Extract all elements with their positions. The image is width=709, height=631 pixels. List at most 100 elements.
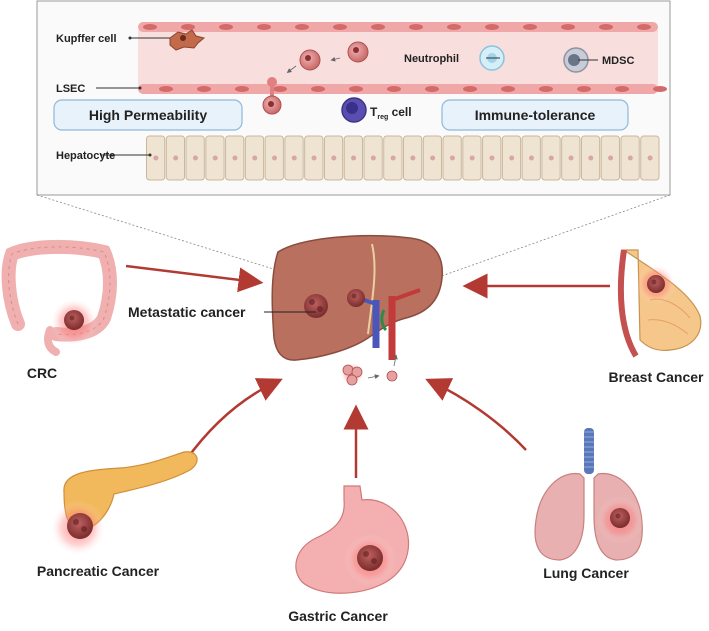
- lung-label: Lung Cancer: [543, 565, 629, 581]
- lsec-label: LSEC: [56, 83, 85, 95]
- endothelial-nucleus: [273, 86, 287, 92]
- treg-cell-icon: [341, 97, 367, 123]
- endothelial-nucleus: [501, 86, 515, 92]
- hepatocyte-nucleus: [291, 155, 297, 161]
- hepatocyte-label: Hepatocyte: [56, 150, 115, 162]
- endothelial-nucleus: [599, 24, 613, 30]
- endothelial-nucleus: [577, 86, 591, 92]
- endothelium-top: [138, 22, 658, 32]
- liver-illustration: [271, 234, 444, 361]
- mdsc-icon: [563, 47, 589, 73]
- zoom-line-right: [435, 194, 671, 279]
- pancreatic-label: Pancreatic Cancer: [37, 563, 160, 579]
- breast-label: Breast Cancer: [609, 369, 704, 385]
- arrow-crc: [125, 264, 264, 293]
- treg-label-main: T: [370, 105, 378, 119]
- mdsc-label: MDSC: [602, 55, 634, 67]
- kupffer-cell-icon: [169, 29, 206, 51]
- hepatocyte-nucleus: [351, 155, 357, 161]
- crc-tumor-icon: [64, 310, 84, 330]
- endothelial-nucleus: [257, 24, 271, 30]
- inset-panel: Kupffer cell LSEC Neutrophil: [36, 0, 671, 196]
- lungs-illustration: [534, 428, 644, 561]
- endothelial-nucleus: [311, 86, 325, 92]
- endothelial-nucleus: [143, 24, 157, 30]
- endothelial-nucleus: [159, 86, 173, 92]
- endothelial-nucleus: [485, 24, 499, 30]
- hepatocyte-nucleus: [548, 155, 554, 161]
- endothelial-nucleus: [637, 24, 651, 30]
- hepatocyte-nucleus: [252, 155, 258, 161]
- endothelial-nucleus: [463, 86, 477, 92]
- hepatocyte-nucleus: [509, 155, 515, 161]
- hepatocyte-nucleus: [370, 155, 376, 161]
- stomach-illustration: [295, 485, 410, 594]
- endothelial-nucleus: [561, 24, 575, 30]
- hepatocyte-nucleus: [410, 155, 416, 161]
- endothelial-nucleus: [409, 24, 423, 30]
- pancreas-illustration: [50, 451, 198, 556]
- endothelial-nucleus: [387, 86, 401, 92]
- zoom-line-left: [36, 194, 303, 279]
- colon-illustration: [1, 239, 117, 356]
- endothelial-nucleus: [235, 86, 249, 92]
- endothelial-nucleus: [447, 24, 461, 30]
- hepatocyte-nucleus: [627, 155, 633, 161]
- endothelial-nucleus: [181, 24, 195, 30]
- crc-label: CRC: [27, 365, 57, 381]
- arrow-pancreatic: [184, 378, 283, 461]
- endothelial-nucleus: [197, 86, 211, 92]
- immune-tolerance-box: Immune-tolerance: [441, 99, 629, 131]
- endothelial-nucleus: [615, 86, 629, 92]
- hepatocyte-nucleus: [153, 155, 159, 161]
- arrow-lung: [425, 378, 527, 451]
- hepatocyte-nucleus: [173, 155, 179, 161]
- metastasis-arrows: [125, 264, 610, 478]
- liver-tumor-icon: [304, 294, 328, 318]
- endothelial-nucleus: [371, 24, 385, 30]
- hepatocyte-nucleus: [568, 155, 574, 161]
- hepatocyte-nucleus: [272, 155, 277, 161]
- hepatocyte-nucleus: [588, 155, 594, 161]
- hepatocyte-nucleus: [331, 155, 337, 161]
- hepatocyte-nucleus: [647, 155, 653, 161]
- treg-label-suffix: cell: [388, 105, 411, 119]
- hepatocyte-row: [146, 135, 660, 181]
- neutrophil-label: Neutrophil: [404, 53, 459, 65]
- tumor-cell-icon: [347, 41, 369, 63]
- endothelial-nucleus: [333, 24, 347, 30]
- svg-text:Treg cell: Treg cell: [370, 105, 412, 121]
- pancreatic-tumor-icon: [67, 513, 93, 539]
- extravasating-cell-icon: [262, 77, 282, 115]
- high-permeability-label: High Permeability: [89, 107, 207, 123]
- breast-illustration: [617, 249, 702, 358]
- hepatocyte-nucleus: [311, 155, 317, 161]
- hepatocyte-nucleus: [489, 155, 495, 161]
- hepatocyte-nucleus: [430, 155, 436, 161]
- hepatocyte-nucleus: [608, 155, 614, 161]
- lung-tumor-icon: [610, 508, 630, 528]
- breast-tumor-icon: [647, 275, 665, 293]
- gastric-label: Gastric Cancer: [288, 608, 388, 624]
- kupffer-label: Kupffer cell: [56, 33, 117, 45]
- endothelial-nucleus: [425, 86, 439, 92]
- hepatocyte-nucleus: [232, 155, 238, 161]
- endothelial-nucleus: [523, 24, 537, 30]
- endothelial-nucleus: [295, 24, 309, 30]
- hepatocyte-nucleus: [212, 155, 218, 161]
- hepatocyte-nucleus: [390, 155, 396, 161]
- immune-tolerance-label: Immune-tolerance: [475, 107, 596, 123]
- tumor-cell-icon: [299, 49, 321, 71]
- hepatocyte-nucleus: [469, 155, 475, 161]
- hepatocyte-nucleus: [192, 155, 198, 161]
- endothelial-nucleus: [653, 86, 667, 92]
- liver-tumor-icon: [347, 289, 365, 307]
- hepatocyte-nucleus: [449, 155, 455, 161]
- hepatocyte-nucleus: [529, 155, 534, 161]
- metastatic-cancer-label: Metastatic cancer: [128, 304, 246, 320]
- endothelial-nucleus: [349, 86, 363, 92]
- high-permeability-box: High Permeability: [53, 99, 243, 131]
- circulating-tumor-cells-icon: [340, 354, 398, 386]
- treg-label-sub: reg: [377, 114, 388, 121]
